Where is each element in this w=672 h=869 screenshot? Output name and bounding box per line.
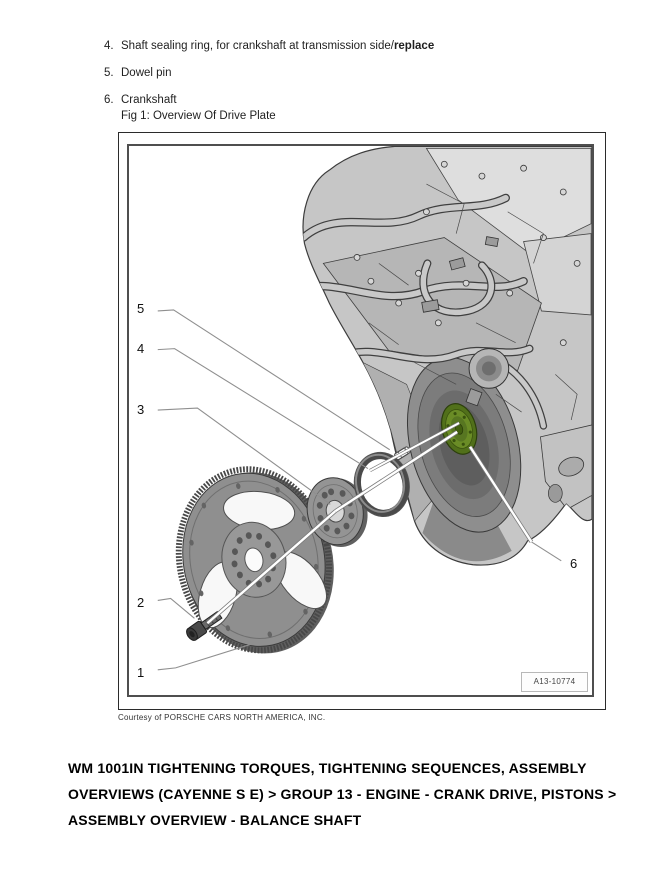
heading-line-2: OVERVIEWS (CAYENNE S E) > GROUP 13 - ENG… bbox=[68, 786, 617, 802]
document-heading: WM 1001IN TIGHTENING TORQUES, TIGHTENING… bbox=[68, 755, 643, 833]
drive-plate-illustration bbox=[157, 146, 592, 671]
callout-1: 1 bbox=[137, 665, 145, 680]
callout-4: 4 bbox=[137, 341, 145, 356]
list-item-number: 6. bbox=[104, 94, 114, 106]
callout-3: 3 bbox=[137, 402, 145, 417]
callout-2: 2 bbox=[137, 595, 145, 610]
figure-caption: Fig 1: Overview Of Drive Plate bbox=[121, 110, 276, 122]
heading-line-3: ASSEMBLY OVERVIEW - BALANCE SHAFT bbox=[68, 812, 362, 828]
callout-5: 5 bbox=[137, 301, 145, 316]
callout-6: 6 bbox=[570, 556, 578, 571]
heading-line-1: WM 1001IN TIGHTENING TORQUES, TIGHTENING… bbox=[68, 760, 587, 776]
list-item-bold-text: replace bbox=[393, 40, 435, 52]
drive-plate bbox=[175, 466, 334, 654]
figure-frame: 5 4 3 2 1 6 A13-10774 bbox=[118, 132, 606, 710]
list-item-5: 5. Dowel pin bbox=[104, 66, 172, 80]
callout-leader-lines bbox=[157, 309, 562, 671]
figure-canvas: 5 4 3 2 1 6 A13-10774 bbox=[127, 144, 594, 697]
list-item-6: 6. Crankshaft bbox=[104, 93, 177, 107]
list-item-text: Crankshaft bbox=[121, 94, 177, 106]
list-item-text: Shaft sealing ring, for crankshaft at tr… bbox=[121, 40, 394, 52]
courtesy-line: Courtesy of PORSCHE CARS NORTH AMERICA, … bbox=[118, 713, 326, 722]
list-item-number: 5. bbox=[104, 67, 114, 79]
shaft-sealing-ring bbox=[353, 451, 410, 517]
list-item-4: 4. Shaft sealing ring, for crankshaft at … bbox=[104, 39, 434, 53]
assembly-axis-lines bbox=[206, 421, 534, 625]
list-item-number: 4. bbox=[104, 40, 114, 52]
engine-illustration bbox=[302, 146, 592, 566]
figure-image-code: A13-10774 bbox=[521, 672, 588, 692]
list-item-text: Dowel pin bbox=[121, 67, 172, 79]
